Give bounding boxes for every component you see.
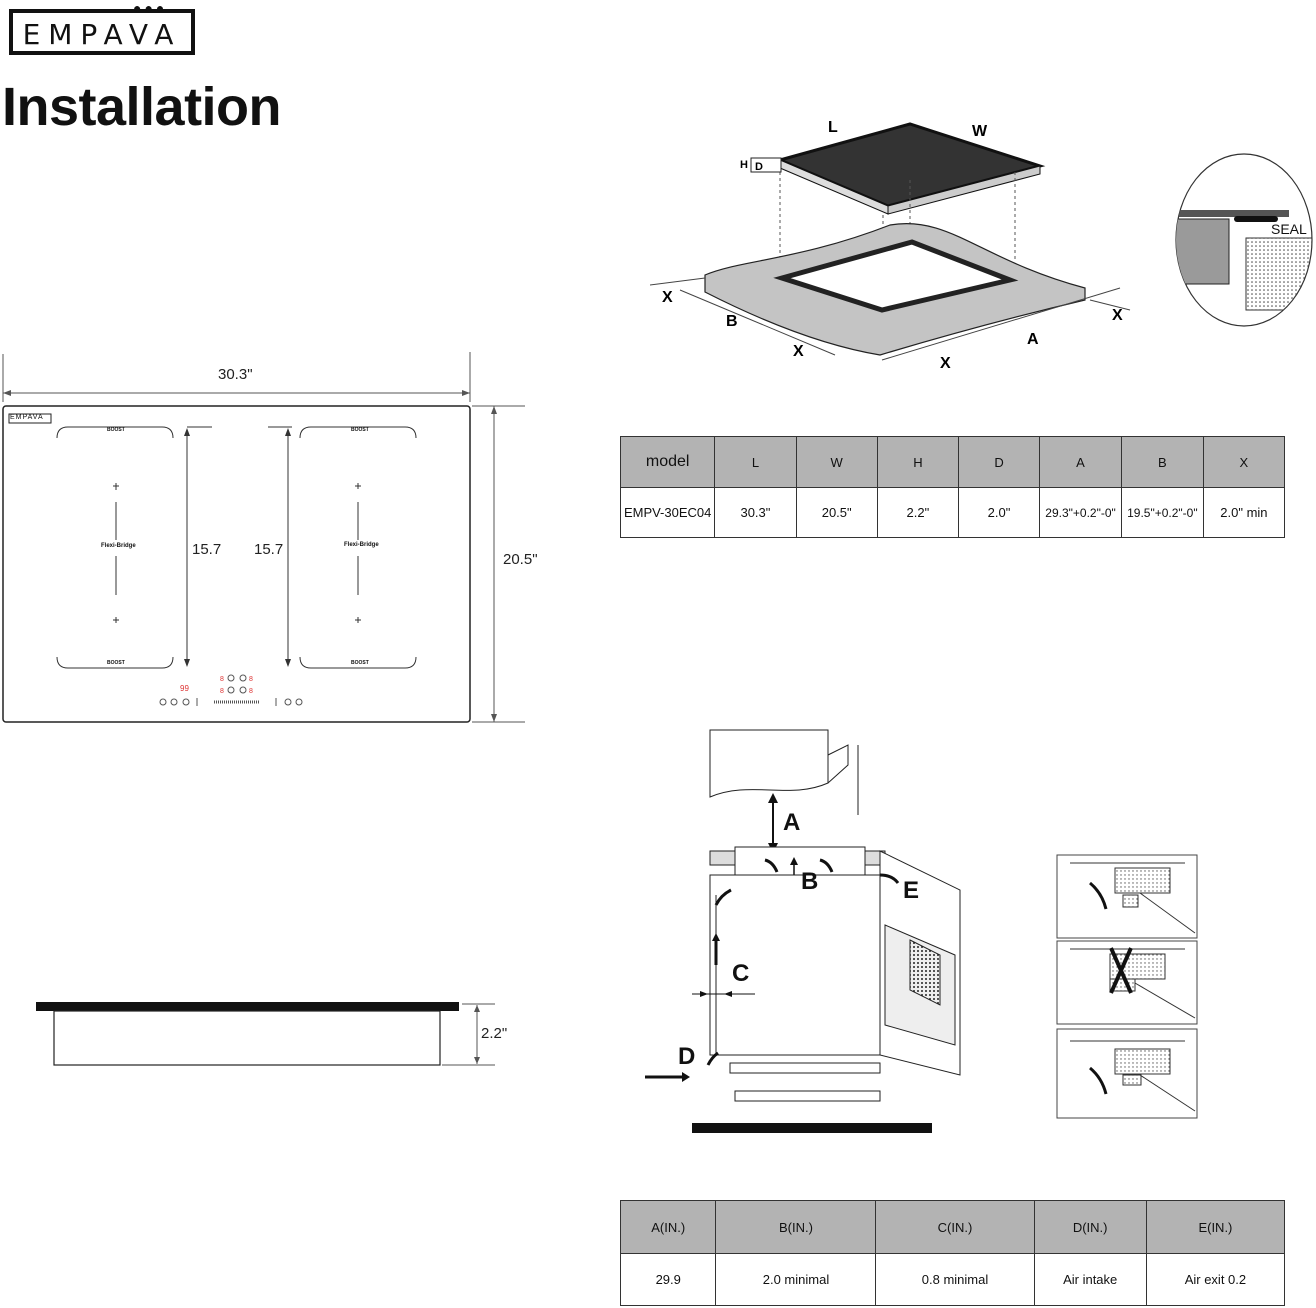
width-label: 30.3" <box>218 366 253 383</box>
cell-e-value: Air exit 0.2 <box>1145 1253 1286 1306</box>
cooktop-side-view <box>36 1002 495 1066</box>
cooktop-outline <box>2 405 471 723</box>
cell-h: 2.2" <box>876 487 959 538</box>
timer-display: 99 <box>180 684 189 693</box>
svg-text:B: B <box>726 313 738 330</box>
label-c: C <box>732 960 750 987</box>
brand-logo-dots: ●●● <box>133 0 168 16</box>
ventilation-diagram <box>645 729 961 1133</box>
cell-l: 30.3" <box>714 487 797 538</box>
header-w: W <box>795 436 878 488</box>
cell-d-value: Air intake <box>1033 1253 1147 1306</box>
label-e: E <box>903 877 920 904</box>
table-row: EMPV-30EC04 30.3" 20.5" 2.2" 2.0" 29.3"+… <box>619 487 1286 538</box>
boost-label-bottom-right: BOOST <box>351 660 369 666</box>
svg-text:8: 8 <box>249 676 253 683</box>
svg-text:A: A <box>1027 331 1039 348</box>
svg-text:H: H <box>740 159 748 171</box>
svg-text:X: X <box>662 289 673 306</box>
airflow-panel-correct-2 <box>1056 1028 1198 1119</box>
seal-label: SEAL <box>1271 221 1307 237</box>
header-d: D <box>957 436 1041 488</box>
brand-logo: EMPAVA <box>22 18 182 51</box>
cell-d: 2.0" <box>957 487 1041 538</box>
label-d: D <box>678 1043 696 1070</box>
header-model: model <box>619 436 716 488</box>
right-zone-length-label: 15.7 <box>254 541 284 558</box>
left-zone-length-label: 15.7 <box>192 541 222 558</box>
cell-b-value: 2.0 minimal <box>715 1253 877 1306</box>
cutout-diagram: X B X X A X L W H D <box>650 119 1131 372</box>
svg-text:8: 8 <box>249 688 253 695</box>
airflow-detail-panels <box>1056 854 1198 1119</box>
panel-logo: EMPAVA <box>10 414 44 421</box>
depth-label: 20.5" <box>503 551 538 568</box>
cell-w: 20.5" <box>795 487 878 538</box>
header-b-in: B(IN.) <box>715 1200 877 1254</box>
label-b: B <box>801 868 819 895</box>
airflow-panel-incorrect <box>1056 940 1198 1025</box>
dimension-spec-table: model L W H D A B X EMPV-30EC04 30.3" 20… <box>619 436 1286 538</box>
svg-text:D: D <box>755 161 763 173</box>
height-label: 2.2" <box>481 1025 508 1042</box>
svg-text:X: X <box>1112 307 1123 324</box>
cell-c-value: 0.8 minimal <box>875 1253 1035 1306</box>
airflow-panel-correct-1 <box>1056 854 1198 939</box>
table-row: 29.9 2.0 minimal 0.8 minimal Air intake … <box>619 1253 1286 1306</box>
header-c-in: C(IN.) <box>875 1200 1035 1254</box>
boost-label-bottom-left: BOOST <box>107 660 125 666</box>
header-h: H <box>876 436 959 488</box>
cell-model: EMPV-30EC04 <box>619 487 716 538</box>
control-buttons <box>159 698 303 706</box>
cell-a-value: 29.9 <box>619 1253 717 1306</box>
svg-text:L: L <box>828 119 838 136</box>
svg-text:8: 8 <box>220 676 224 683</box>
svg-text:W: W <box>972 123 988 140</box>
header-a: A <box>1039 436 1122 488</box>
header-a-in: A(IN.) <box>619 1200 717 1254</box>
svg-text:8: 8 <box>220 688 224 695</box>
header-e-in: E(IN.) <box>1145 1200 1286 1254</box>
boost-label-top-left: BOOST <box>107 427 125 433</box>
left-zone-label: Flexi-Bridge <box>101 543 136 549</box>
boost-label-top-right: BOOST <box>351 427 369 433</box>
clearance-table: A(IN.) B(IN.) C(IN.) D(IN.) E(IN.) 29.9 … <box>619 1200 1286 1306</box>
control-panel: 8 8 8 8 <box>220 674 253 695</box>
header-b: B <box>1120 436 1204 488</box>
cooktop-top-view: 8 8 8 8 <box>2 352 525 723</box>
seal-detail <box>1175 153 1313 327</box>
brand-logo-frame <box>9 9 195 55</box>
header-l: L <box>714 436 797 488</box>
page-title: Installation <box>2 77 282 137</box>
header-d-in: D(IN.) <box>1033 1200 1147 1254</box>
cell-x: 2.0" min <box>1202 487 1286 538</box>
header-x: X <box>1202 436 1286 488</box>
svg-text:X: X <box>940 355 951 372</box>
cell-a: 29.3"+0.2"-0" <box>1039 487 1122 538</box>
svg-text:X: X <box>793 343 804 360</box>
cell-b: 19.5"+0.2"-0" <box>1120 487 1204 538</box>
right-zone-label: Flexi-Bridge <box>344 542 379 548</box>
label-a: A <box>783 809 801 836</box>
